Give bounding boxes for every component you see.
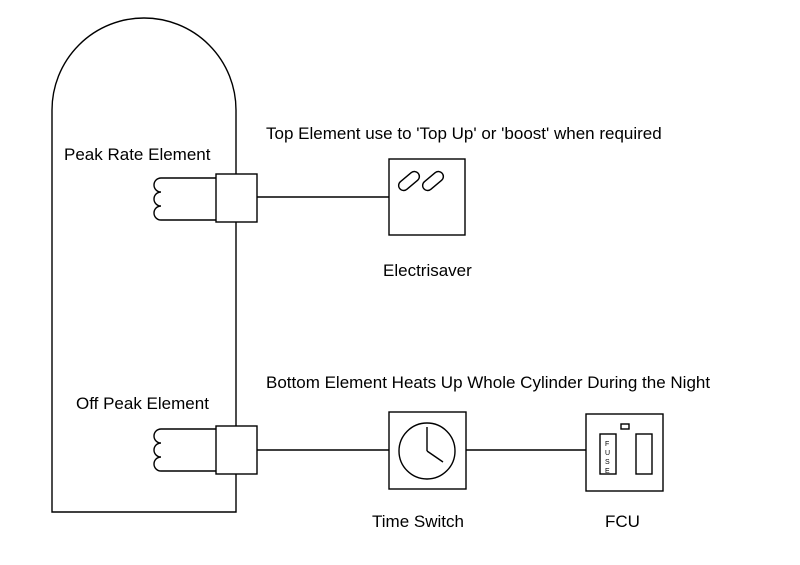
time-switch-label: Time Switch xyxy=(372,512,464,531)
fuse-letter-f: F xyxy=(605,441,609,448)
peak-rate-element xyxy=(153,173,258,223)
cylinder-outline xyxy=(51,17,237,513)
peak-rate-element-label: Peak Rate Element xyxy=(64,145,211,164)
fcu-label: FCU xyxy=(605,512,640,531)
two-diagonal-slots-icon xyxy=(397,170,445,192)
fcu: F U S E xyxy=(585,413,664,492)
fuse-letter-u: U xyxy=(605,450,610,457)
fcu-switch-rocker xyxy=(635,433,653,475)
electrisaver xyxy=(388,158,466,236)
top-element-caption: Top Element use to 'Top Up' or 'boost' w… xyxy=(266,124,662,143)
clock-icon xyxy=(398,422,456,480)
fuse-carrier xyxy=(599,433,617,475)
off-peak-element-terminal-box xyxy=(215,425,258,475)
electrisaver-box xyxy=(388,158,466,236)
off-peak-element xyxy=(153,425,258,475)
off-peak-element-label: Off Peak Element xyxy=(76,394,209,413)
fuse-letter-e: E xyxy=(605,468,610,475)
fuse-letter-s: S xyxy=(605,459,610,466)
peak-element-coil xyxy=(153,177,216,221)
time-switch xyxy=(388,411,467,490)
peak-element-terminal-box xyxy=(215,173,258,223)
electrisaver-label: Electrisaver xyxy=(383,261,472,280)
bottom-element-caption: Bottom Element Heats Up Whole Cylinder D… xyxy=(266,373,710,392)
fused-spur-icon: F U S E xyxy=(599,423,653,475)
fcu-neon-indicator xyxy=(620,423,630,430)
fcu-box xyxy=(585,413,664,492)
off-peak-element-coil xyxy=(153,428,216,472)
